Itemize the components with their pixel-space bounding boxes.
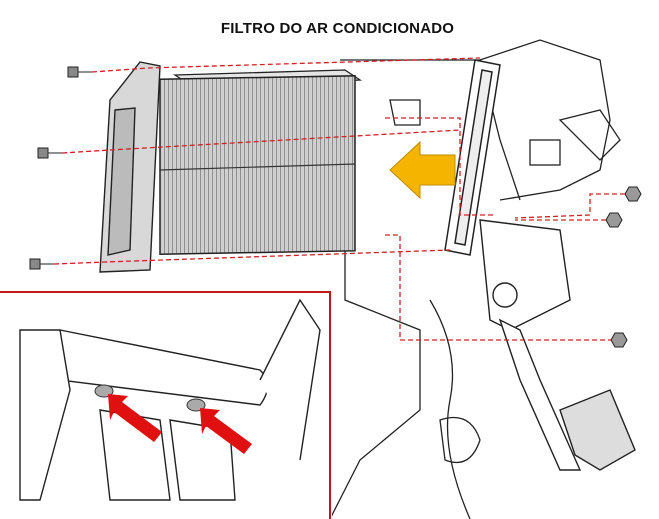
clip-hole <box>94 384 114 398</box>
insert-direction-arrow <box>389 140 456 200</box>
screw-icon <box>67 66 92 78</box>
red-arrow-icon <box>108 394 252 454</box>
clip-hole <box>186 398 206 412</box>
housing-outline <box>329 39 621 519</box>
filter-cover <box>99 61 161 273</box>
diagram-title: FILTRO DO AR CONDICIONADO <box>220 20 455 37</box>
nut-icon <box>624 186 642 202</box>
screw-icon <box>37 147 62 159</box>
detail-inset <box>0 291 332 519</box>
nuts <box>605 186 642 348</box>
screws <box>29 66 92 270</box>
screw-icon <box>29 258 54 270</box>
guide-lines <box>53 57 625 341</box>
pedal <box>479 219 636 471</box>
nut-icon <box>605 212 623 228</box>
air-filter <box>159 69 363 255</box>
evaporator-frame <box>444 59 501 256</box>
nut-icon <box>610 332 628 348</box>
